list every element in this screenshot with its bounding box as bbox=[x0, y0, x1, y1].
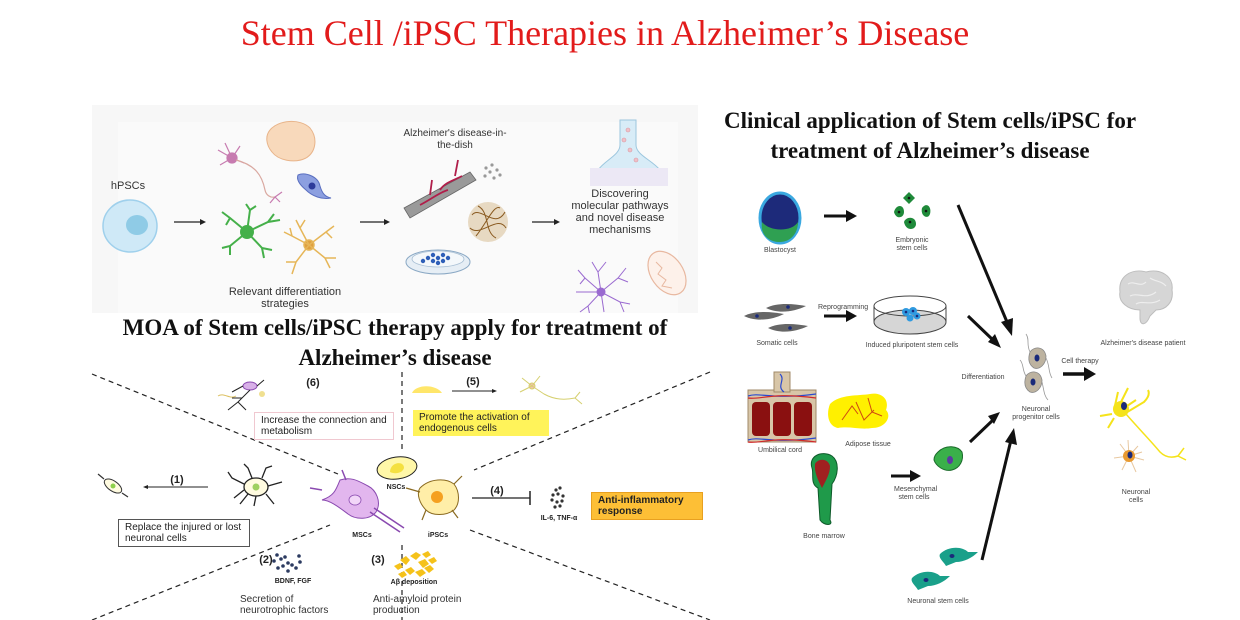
arrow-icon bbox=[956, 204, 1013, 336]
astrocyte-green-icon bbox=[221, 203, 281, 259]
nsc-cell-icon bbox=[376, 456, 418, 480]
mechanism-6-label: Increase the connection and metabolism bbox=[254, 412, 394, 440]
neurotrophic-factors-icon bbox=[272, 553, 302, 573]
clinical-heading: Clinical application of Stem cells/iPSC … bbox=[723, 108, 1137, 163]
neuron-yellow-icon bbox=[1099, 387, 1187, 461]
synapse-icon bbox=[590, 119, 668, 186]
progenitor-label: Neuronal progenitor cells bbox=[1012, 406, 1060, 421]
inhibition-arrow bbox=[472, 491, 531, 505]
embryonic-label: Embryonic stem cells bbox=[895, 237, 929, 252]
neuron-orange-icon bbox=[283, 219, 336, 275]
endogenous-cell-icon bbox=[412, 375, 583, 405]
blastocyst-icon bbox=[758, 191, 802, 245]
replace-arrow bbox=[143, 485, 208, 489]
page-title: Stem Cell /iPSC Therapies in Alzheimer’s… bbox=[240, 13, 970, 53]
bone-marrow-icon bbox=[810, 453, 838, 525]
disease-model-panel-inner bbox=[118, 122, 678, 330]
amyloid-deposition-icon bbox=[394, 551, 437, 578]
abeta-label: Aβ deposition bbox=[390, 579, 438, 586]
mesenchymal-stem-cell-icon bbox=[933, 446, 963, 471]
divider-line bbox=[469, 529, 711, 620]
mechanism-5-label: Promote the activation of endogenous cel… bbox=[413, 410, 549, 436]
moa-dividers bbox=[91, 371, 711, 620]
cytokines-label: IL-6, TNF-α bbox=[540, 515, 578, 522]
disease-in-dish-label: Alzheimer's disease-in-the-dish bbox=[403, 128, 507, 151]
microglia-purple-icon bbox=[576, 261, 631, 317]
differentiation-step-label: Differentiation bbox=[961, 374, 1005, 381]
nsc-label: NSCs bbox=[386, 484, 406, 491]
organoid-icon bbox=[266, 121, 316, 162]
umbilical-cord-icon bbox=[747, 371, 817, 443]
arrow-icon bbox=[532, 219, 560, 225]
somatic-label: Somatic cells bbox=[756, 340, 798, 347]
mechanism-number-3: (3) bbox=[371, 554, 385, 566]
neuronal-stem-label: Neuronal stem cells bbox=[907, 598, 969, 605]
differentiation-label: Relevant differentiation strategies bbox=[228, 286, 342, 310]
connected-neurons-icon bbox=[217, 379, 265, 411]
mechanism-number-6: (6) bbox=[306, 377, 320, 389]
reprogramming-label: Reprogramming bbox=[818, 304, 869, 311]
bdnf-label: BDNF, FGF bbox=[274, 578, 312, 585]
mechanism-number-4: (4) bbox=[490, 485, 504, 497]
mechanism-3-label: Anti-amyloid protein production bbox=[373, 594, 462, 616]
arrow-icon bbox=[966, 314, 1001, 348]
mitochondrion-icon bbox=[647, 250, 687, 296]
cell-therapy-label: Cell therapy bbox=[1061, 358, 1099, 365]
ipsc-label: iPSCs bbox=[427, 532, 449, 539]
adipose-tissue-icon bbox=[828, 393, 889, 429]
umbilical-label: Umbilical cord bbox=[758, 447, 802, 454]
moa-heading: MOA of Stem cells/iPSC therapy apply for… bbox=[92, 313, 698, 373]
healthy-neuron-icon bbox=[227, 463, 283, 507]
divider-line bbox=[473, 371, 711, 471]
arrow-icon bbox=[824, 310, 857, 322]
arrow-icon bbox=[360, 219, 390, 225]
patient-label: Alzheimer's disease patient bbox=[1100, 340, 1186, 347]
arrow-icon bbox=[174, 219, 206, 225]
progenitor-cells-icon bbox=[1019, 333, 1053, 401]
blue-cell-icon bbox=[297, 173, 332, 199]
amyloid-plaque-icon bbox=[468, 202, 508, 242]
blastocyst-label: Blastocyst bbox=[764, 247, 796, 254]
adipose-label: Adipose tissue bbox=[845, 441, 891, 448]
neuron-orange-icon bbox=[1113, 439, 1145, 473]
mechanism-2-label: Secretion of neurotrophic factors bbox=[240, 594, 329, 616]
injured-neuron-icon bbox=[97, 473, 129, 498]
brain-icon bbox=[1119, 270, 1173, 325]
hpsc-cell-icon bbox=[102, 199, 158, 253]
neuronal-cells-label: Neuronal cells bbox=[1121, 489, 1151, 504]
mesenchymal-label: Mesenchymal stem cells bbox=[894, 486, 938, 501]
tangle-fibril-icon bbox=[403, 159, 502, 219]
somatic-cells-icon bbox=[744, 304, 808, 332]
msc-label: MSCs bbox=[352, 532, 372, 539]
mechanism-number-5: (5) bbox=[466, 376, 480, 388]
mechanism-number-1: (1) bbox=[170, 474, 184, 486]
arrow-icon bbox=[980, 428, 1017, 561]
mechanism-number-2: (2) bbox=[259, 554, 273, 566]
arrow-icon bbox=[824, 210, 857, 222]
petri-dish-icon bbox=[405, 249, 471, 275]
ipsc-cell-icon bbox=[405, 475, 463, 521]
msc-cell-icon bbox=[309, 469, 405, 533]
mechanism-4-label: Anti-inflammatory response bbox=[591, 492, 703, 520]
neuronal-stem-cells-icon bbox=[911, 547, 978, 590]
divider-line bbox=[91, 524, 331, 620]
arrow-icon bbox=[968, 412, 1000, 444]
ipsc-dish-icon bbox=[873, 295, 947, 335]
discovery-label: Discovering molecular pathways and novel… bbox=[571, 188, 669, 236]
cytokines-icon bbox=[550, 486, 565, 509]
mechanism-1-label: Replace the injured or lost neuronal cel… bbox=[118, 519, 250, 547]
arrow-icon bbox=[891, 470, 921, 482]
neuron-purple-icon bbox=[217, 142, 283, 204]
embryonic-stem-cells-icon bbox=[894, 192, 931, 229]
hpsc-label: hPSCs bbox=[110, 180, 146, 192]
arrow-icon bbox=[1063, 367, 1096, 381]
bone-marrow-label: Bone marrow bbox=[803, 533, 845, 540]
ipsc-source-label: Induced pluripotent stem cells bbox=[865, 342, 959, 349]
